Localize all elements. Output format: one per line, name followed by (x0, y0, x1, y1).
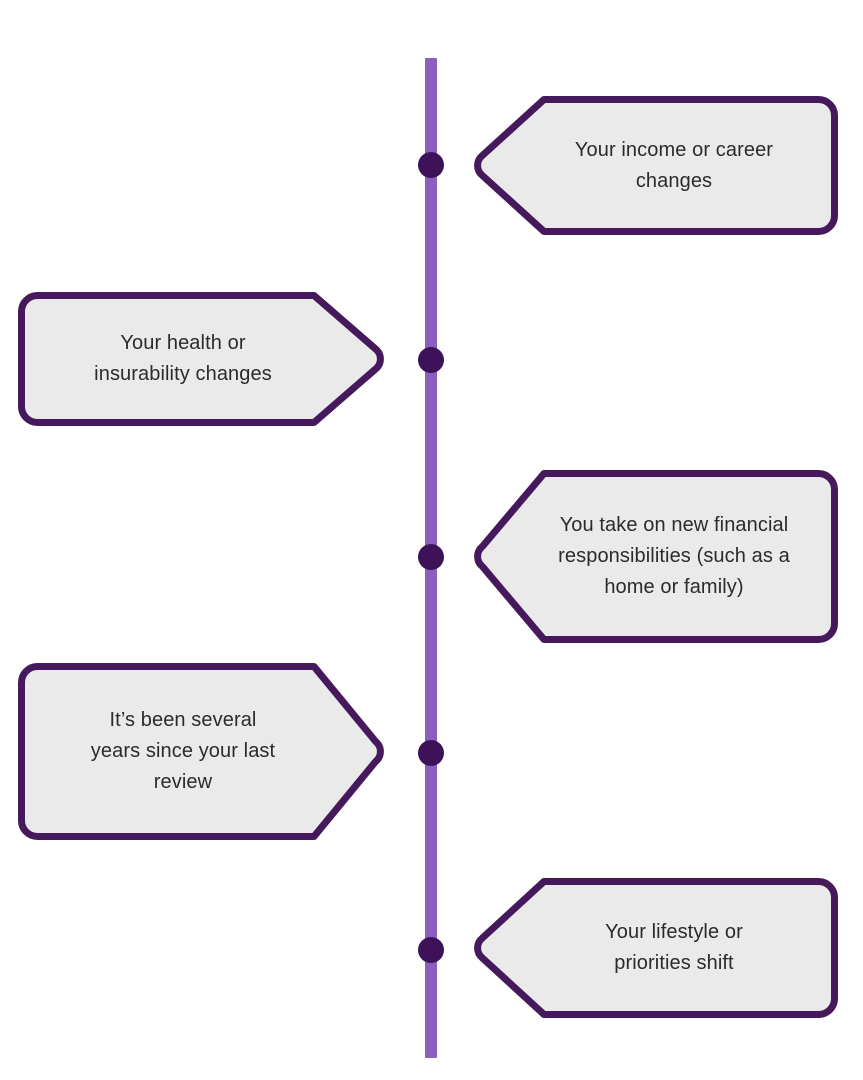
timeline-node-dot (418, 937, 444, 963)
timeline-card-label: Your health or insurability changes (94, 332, 272, 385)
timeline-card-2[interactable]: Your health or insurability changes (18, 292, 388, 426)
timeline-node-dot (418, 347, 444, 373)
timeline-card-1[interactable]: Your income or career changes (470, 96, 838, 235)
chevron-card-shape (18, 292, 384, 426)
timeline-node-dot (418, 740, 444, 766)
timeline-card-5[interactable]: Your lifestyle or priorities shift (470, 878, 838, 1018)
timeline-card-label: Your income or career changes (574, 138, 774, 192)
timeline-card-label: You take on new financial responsibiliti… (558, 514, 790, 598)
chevron-card-shape (18, 663, 384, 840)
chevron-card-shape (474, 878, 838, 1018)
timeline-card-label: Your lifestyle or priorities shift (605, 921, 743, 974)
chevron-card-shape (474, 470, 838, 643)
timeline-node-dot (418, 152, 444, 178)
timeline-node-dot (418, 544, 444, 570)
timeline-card-label: It’s been several years since your last … (90, 709, 276, 793)
chevron-card-shape (474, 96, 838, 235)
timeline-card-4[interactable]: It’s been several years since your last … (18, 663, 388, 840)
timeline-card-3[interactable]: You take on new financial responsibiliti… (470, 470, 838, 643)
